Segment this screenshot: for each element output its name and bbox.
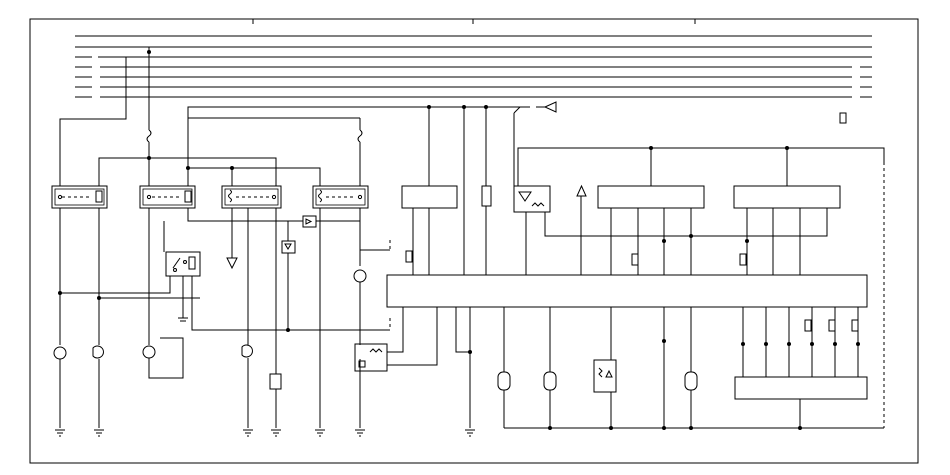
sensor-module — [593, 359, 617, 393]
sensor-module — [513, 185, 551, 213]
ground-icon — [271, 429, 281, 437]
fuse-icon — [357, 129, 363, 143]
junction — [745, 239, 749, 243]
sensor-coil-icon — [531, 202, 545, 207]
junction — [689, 234, 693, 238]
wire — [387, 307, 404, 353]
diode-icon — [302, 215, 317, 228]
wire — [513, 106, 521, 114]
sensor-coil-icon — [684, 371, 698, 391]
wire — [187, 208, 288, 222]
relay-4 — [312, 185, 369, 209]
lamp-icon — [241, 344, 253, 358]
module-box — [733, 185, 841, 209]
junction — [662, 239, 666, 243]
junction — [147, 156, 151, 160]
relay-3 — [221, 185, 282, 209]
module-box — [734, 376, 868, 400]
junction — [764, 342, 768, 346]
ground-arrow-icon — [576, 184, 587, 197]
sensor-coil-icon — [497, 371, 511, 391]
junction — [787, 342, 791, 346]
motor-icon — [353, 269, 367, 283]
junction — [662, 426, 666, 430]
control-unit — [386, 274, 868, 308]
junction — [662, 339, 666, 343]
connector-pair-icon — [739, 253, 747, 266]
sensor-triangle-icon — [518, 191, 532, 202]
sensor-coil-icon — [543, 371, 557, 391]
junction — [147, 50, 151, 54]
connector-pair-icon — [481, 185, 492, 207]
junction — [97, 296, 101, 300]
module-box — [597, 185, 705, 209]
ground-arrow-icon — [226, 257, 238, 270]
ground-icon — [55, 429, 65, 437]
ground-icon — [94, 429, 104, 437]
junction — [468, 350, 472, 354]
wire — [188, 167, 321, 186]
connector-pair-icon — [851, 319, 859, 332]
wire — [455, 307, 470, 353]
wire — [59, 56, 127, 186]
ground-icon — [243, 429, 253, 437]
diode-triangle — [305, 218, 313, 225]
junction — [810, 342, 814, 346]
relay-1 — [51, 185, 108, 209]
junction — [609, 426, 613, 430]
diode-triangle — [284, 243, 292, 250]
connector-pair-icon — [839, 112, 847, 124]
wire — [387, 307, 438, 366]
wire — [544, 208, 828, 237]
wire — [191, 276, 390, 331]
connector-pair-icon — [828, 319, 836, 332]
ground-icon — [315, 429, 325, 437]
junction — [741, 342, 745, 346]
connector-pair-icon — [804, 319, 812, 332]
junction — [856, 342, 860, 346]
lamp-icon — [92, 345, 104, 359]
junction — [833, 342, 837, 346]
connector-pair-icon — [405, 250, 413, 263]
wire — [98, 157, 277, 186]
diagram-frame — [29, 18, 919, 464]
junction — [58, 291, 62, 295]
wire — [187, 106, 530, 186]
switch-icon — [165, 251, 201, 277]
relay-2 — [139, 185, 196, 209]
relay-switch-icon — [354, 343, 388, 372]
ground-icon — [355, 429, 365, 437]
junction — [286, 328, 290, 332]
wire — [60, 276, 171, 294]
fuse-icon — [146, 129, 152, 143]
motor-icon — [142, 345, 156, 359]
connector-pair-icon — [269, 373, 282, 390]
junction — [798, 426, 802, 430]
junction — [689, 426, 693, 430]
wire — [148, 337, 184, 379]
connector-arrow-icon — [543, 101, 557, 113]
top-bus-lines — [75, 35, 872, 98]
diode-icon — [281, 240, 296, 254]
junction — [186, 166, 190, 170]
junction — [548, 426, 552, 430]
module-box — [401, 185, 458, 209]
wire — [517, 147, 885, 186]
connector-pair-icon — [631, 253, 639, 266]
ground-icon — [465, 429, 475, 437]
motor-icon — [53, 346, 67, 360]
